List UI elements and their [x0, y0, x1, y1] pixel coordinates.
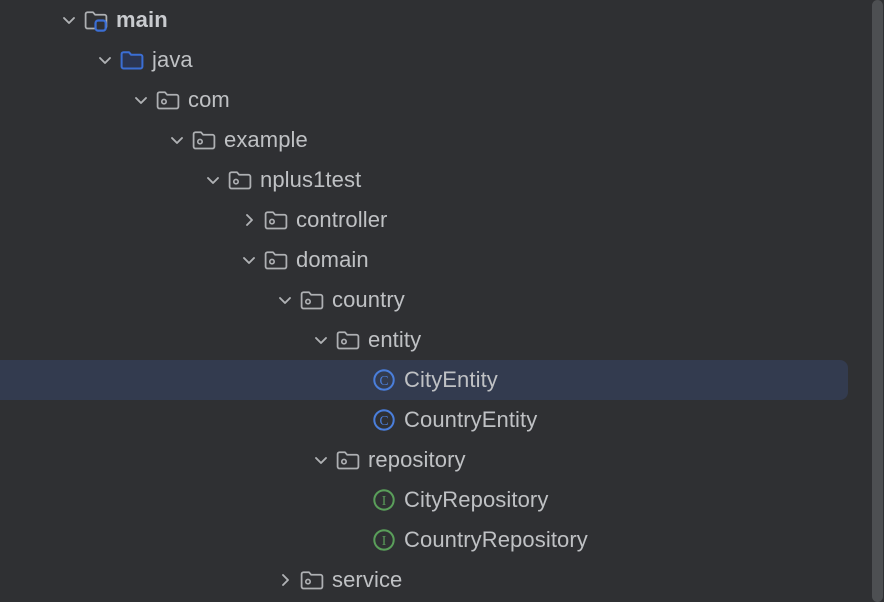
package-folder-icon: [226, 160, 254, 200]
package-folder-icon: [334, 440, 362, 480]
tree-node-label: CityEntity: [404, 367, 498, 392]
source-root-folder-icon: [82, 0, 110, 40]
java-interface-icon: I: [370, 520, 398, 560]
tree-node-label: CountryRepository: [404, 527, 588, 552]
tree-node-label: main: [116, 7, 168, 32]
svg-text:C: C: [379, 373, 388, 388]
tree-indent-spacer: [0, 580, 272, 581]
package-folder-icon: [262, 240, 290, 280]
tree-node-label: example: [224, 127, 308, 152]
twistie-placeholder: [344, 480, 370, 520]
tree-row-content: main: [0, 0, 178, 40]
tree-node-label: com: [188, 87, 230, 112]
package-folder-icon: [190, 120, 218, 160]
tree-node-label: controller: [296, 207, 388, 232]
tree-node-label: entity: [368, 327, 422, 352]
tree-row[interactable]: main: [0, 0, 884, 40]
vertical-scrollbar[interactable]: [870, 0, 884, 602]
chevron-down-icon[interactable]: [92, 40, 118, 80]
tree-node-label: nplus1test: [260, 167, 362, 192]
twistie-placeholder: [344, 400, 370, 440]
svg-text:I: I: [382, 493, 387, 508]
chevron-down-icon[interactable]: [308, 440, 334, 480]
tree-node-label: country: [332, 287, 405, 312]
tree-row[interactable]: example: [0, 120, 884, 160]
tree-row[interactable]: C CountryEntity: [0, 400, 884, 440]
package-folder-icon: [154, 80, 182, 120]
package-folder-icon: [298, 280, 326, 320]
blue-folder-icon: [118, 40, 146, 80]
tree-row[interactable]: repository: [0, 440, 884, 480]
tree-indent-spacer: [0, 260, 236, 261]
tree-row-content: service: [0, 560, 412, 600]
chevron-right-icon[interactable]: [236, 200, 262, 240]
tree-node-label: service: [332, 567, 403, 592]
tree-row[interactable]: entity: [0, 320, 884, 360]
twistie-placeholder: [344, 520, 370, 560]
tree-row[interactable]: domain: [0, 240, 884, 280]
tree-row-content: com: [0, 80, 240, 120]
tree-row-content: I CityRepository: [0, 480, 558, 520]
tree-row-content: country: [0, 280, 415, 320]
tree-row-content: repository: [0, 440, 476, 480]
chevron-down-icon[interactable]: [308, 320, 334, 360]
svg-text:I: I: [382, 533, 387, 548]
tree-indent-spacer: [0, 60, 92, 61]
tree-row-content: java: [0, 40, 203, 80]
java-class-icon: C: [370, 400, 398, 440]
tree-indent-spacer: [0, 300, 272, 301]
tree-node-label: domain: [296, 247, 369, 272]
tree-row[interactable]: I CountryRepository: [0, 520, 884, 560]
java-interface-icon: I: [370, 480, 398, 520]
tree-row-content: domain: [0, 240, 379, 280]
tree-row-content: controller: [0, 200, 397, 240]
tree-node-label: CountryEntity: [404, 407, 538, 432]
chevron-down-icon[interactable]: [272, 280, 298, 320]
tree-indent-spacer: [0, 140, 164, 141]
tree-row-content: nplus1test: [0, 160, 371, 200]
tree-row-content: entity: [0, 320, 431, 360]
package-folder-icon: [262, 200, 290, 240]
java-class-icon: C: [370, 360, 398, 400]
tree-row-content: C CityEntity: [0, 360, 508, 400]
tree-row[interactable]: com: [0, 80, 884, 120]
tree-row[interactable]: service: [0, 560, 884, 600]
tree-node-label: java: [152, 47, 193, 72]
tree-indent-spacer: [0, 380, 344, 381]
tree-indent-spacer: [0, 460, 308, 461]
tree-indent-spacer: [0, 340, 308, 341]
chevron-down-icon[interactable]: [56, 0, 82, 40]
chevron-right-icon[interactable]: [272, 560, 298, 600]
tree-indent-spacer: [0, 220, 236, 221]
package-folder-icon: [298, 560, 326, 600]
svg-text:C: C: [379, 413, 388, 428]
tree-row[interactable]: java: [0, 40, 884, 80]
tree-row-content: C CountryEntity: [0, 400, 547, 440]
tree-indent-spacer: [0, 540, 344, 541]
tree-row-content: I CountryRepository: [0, 520, 598, 560]
tree-row[interactable]: I CityRepository: [0, 480, 884, 520]
tree-row[interactable]: controller: [0, 200, 884, 240]
chevron-down-icon[interactable]: [128, 80, 154, 120]
tree-indent-spacer: [0, 100, 128, 101]
tree-indent-spacer: [0, 420, 344, 421]
tree-node-label: repository: [368, 447, 466, 472]
tree-indent-spacer: [0, 180, 200, 181]
package-folder-icon: [334, 320, 362, 360]
tree-indent-spacer: [0, 20, 56, 21]
vertical-scrollbar-thumb[interactable]: [872, 0, 883, 602]
tree-row[interactable]: nplus1test: [0, 160, 884, 200]
tree-row[interactable]: country: [0, 280, 884, 320]
tree-row-content: example: [0, 120, 318, 160]
tree-indent-spacer: [0, 500, 344, 501]
chevron-down-icon[interactable]: [200, 160, 226, 200]
tree-node-label: CityRepository: [404, 487, 549, 512]
chevron-down-icon[interactable]: [164, 120, 190, 160]
twistie-placeholder: [344, 360, 370, 400]
chevron-down-icon[interactable]: [236, 240, 262, 280]
tree-row[interactable]: C CityEntity: [0, 360, 884, 400]
